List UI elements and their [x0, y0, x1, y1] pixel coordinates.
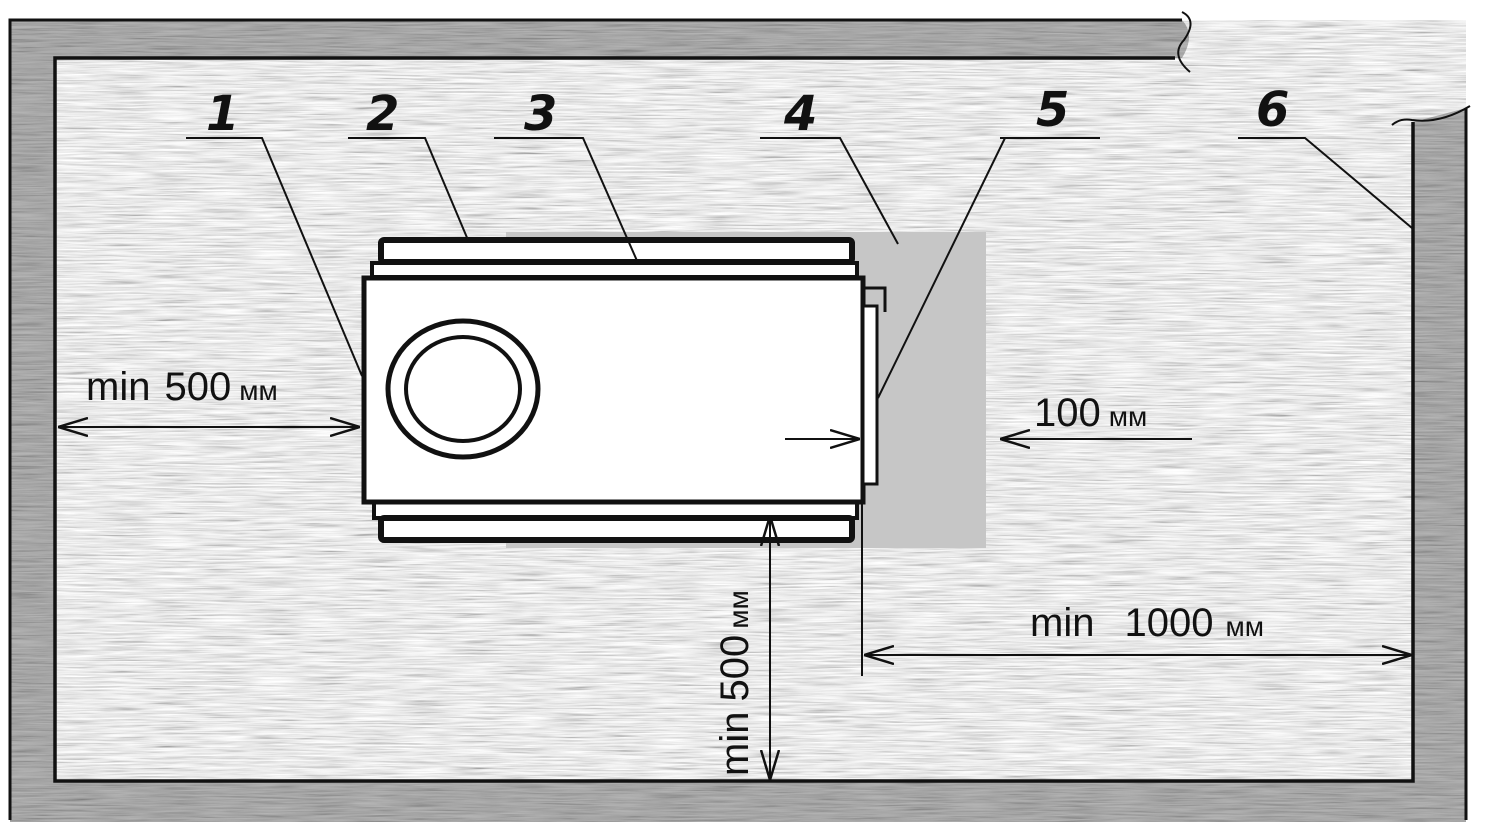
callout-6: 6 [1256, 82, 1289, 138]
callout-5: 5 [1036, 82, 1069, 138]
callout-2: 2 [366, 86, 399, 142]
dimension-bottom-label: min 500 мм [713, 590, 757, 776]
dimension-left-label: min 500 мм [86, 365, 278, 409]
stove-bottom-rail [378, 515, 855, 543]
wall-break-right [1391, 105, 1471, 126]
dimension-right: min 1000 мм [864, 601, 1412, 655]
callout-numbers: 1 2 3 4 5 6 [206, 82, 1289, 142]
wall-outer-edge [8, 18, 1468, 820]
dimension-right-label: min 1000 мм [1030, 601, 1264, 645]
callout-leaders [186, 137, 1413, 399]
chimney-outlet-inner [404, 335, 522, 443]
stove-door [861, 304, 879, 486]
stove [361, 237, 887, 543]
dimension-left: min 500 мм [58, 365, 360, 427]
callout-3: 3 [524, 86, 557, 142]
dimension-bottom: min 500 мм [713, 516, 770, 780]
dimension-door-gap: 100 мм [785, 300, 1192, 676]
door-handle [863, 286, 887, 312]
stove-top-rail [378, 237, 855, 265]
callout-1: 1 [206, 86, 239, 142]
callout-4: 4 [783, 86, 817, 142]
room-walls [8, 11, 1471, 822]
dimension-door-gap-label: 100 мм [1034, 391, 1147, 435]
stove-top-ledge [370, 261, 859, 279]
wall-break-top [1177, 11, 1192, 73]
wall-inner-edge [53, 56, 1415, 783]
